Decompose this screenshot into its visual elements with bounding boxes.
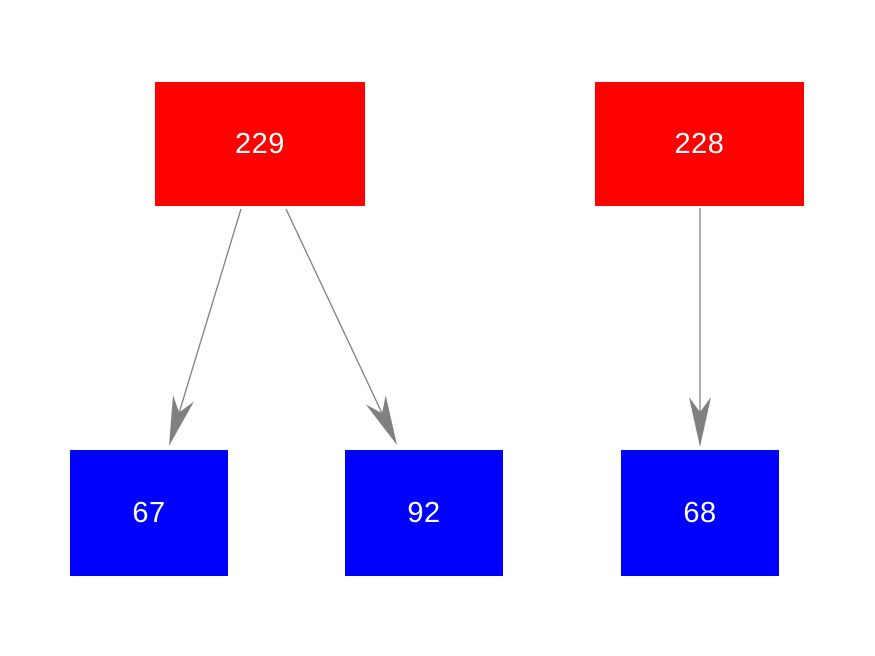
arrowhead-229-67 (169, 394, 195, 446)
node-label: 92 (407, 496, 441, 529)
arrowhead-229-92 (365, 395, 397, 445)
node-label: 68 (683, 496, 717, 529)
arrowhead-228-68 (689, 397, 711, 447)
node-label: 67 (132, 496, 166, 529)
node-label: 228 (674, 127, 725, 160)
node-92: 92 (345, 450, 503, 576)
node-label: 229 (235, 127, 285, 160)
node-68: 68 (621, 450, 779, 576)
node-229: 229 (155, 82, 365, 206)
node-67: 67 (70, 450, 228, 576)
edge-229-92 (285, 208, 383, 414)
edge-229-67 (178, 208, 242, 413)
node-228: 228 (595, 82, 804, 206)
